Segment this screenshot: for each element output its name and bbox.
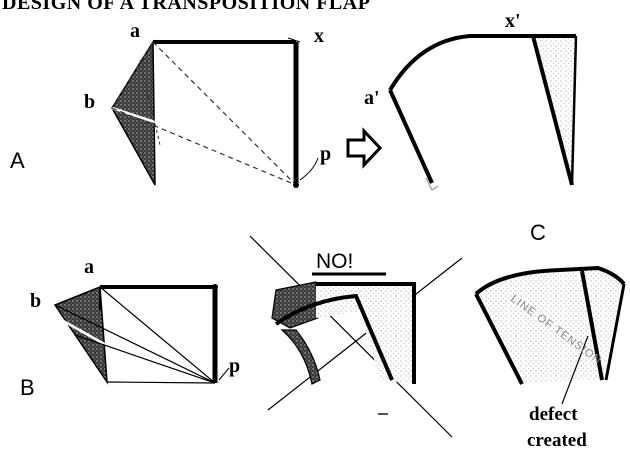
flap-left-edge-a-after	[388, 89, 434, 184]
p-pointer-b	[218, 367, 230, 381]
outer-edge-a-after	[570, 35, 578, 186]
flap-inner-edge-no	[274, 293, 394, 381]
label-p-a: p	[320, 143, 331, 165]
radius-b-2	[54, 304, 216, 384]
hanging-tail-no	[280, 329, 321, 385]
label-a-top: a	[130, 20, 140, 42]
hollow-right-arrow-icon	[346, 127, 383, 169]
donor-dark-no	[271, 281, 319, 329]
defect-edge-c	[580, 270, 604, 381]
panel-a-after: a' x'	[364, 10, 578, 192]
panel-b: a b p B	[20, 256, 240, 400]
pivot-line-white-a	[111, 106, 156, 124]
defect-edge-a-after	[531, 35, 574, 186]
defect-pointer-c	[561, 335, 589, 405]
caption-defect: defect	[529, 404, 578, 425]
panel-label-c: C	[530, 220, 546, 245]
flap-left-edge-c	[474, 293, 524, 385]
label-a-b: a	[84, 256, 94, 278]
flap-curve-a-after	[388, 34, 576, 92]
panel-label-a: A	[10, 148, 25, 173]
radius-b-3	[74, 334, 216, 384]
dashed-radius-3	[111, 41, 154, 109]
label-x-a: x	[314, 25, 324, 47]
figure-title: DESIGN OF A TRANSPOSITION FLAP	[2, 0, 371, 14]
pivot-dot-a	[293, 182, 299, 188]
label-a-prime: a'	[364, 87, 380, 109]
label-x-prime: x'	[505, 10, 521, 32]
panel-a-before: a b x p A	[10, 20, 331, 188]
panel-label-b: B	[20, 375, 35, 400]
dog-ear-a-after	[425, 177, 439, 192]
dashed-radius-1	[152, 41, 297, 186]
dashed-radius-2	[111, 107, 297, 186]
dashed-radius-4	[139, 59, 161, 146]
caption-created: created	[527, 430, 587, 451]
corner-dot-b	[212, 284, 218, 290]
flap-outline-no	[316, 282, 416, 384]
flap-stipple-no	[316, 284, 414, 384]
x-pointer-a	[287, 37, 301, 43]
cross-line-2	[267, 257, 463, 411]
radius-b-1	[99, 286, 216, 384]
cross-line-1	[249, 235, 453, 438]
flap-curve-c	[474, 265, 626, 296]
label-b-a: b	[84, 91, 95, 113]
label-p-b: p	[229, 355, 240, 377]
label-b-b: b	[30, 290, 41, 312]
radius-b-4	[106, 381, 216, 384]
panel-no: NO!	[249, 235, 463, 438]
p-pointer-a	[299, 157, 319, 181]
outer-edge-c	[604, 283, 626, 381]
pivot-line-white-b	[57, 316, 107, 347]
donor-triangle-a	[111, 39, 156, 186]
panel-c: C LINE OF TENSION defect created	[474, 220, 626, 451]
warning-no: NO!	[316, 250, 353, 273]
